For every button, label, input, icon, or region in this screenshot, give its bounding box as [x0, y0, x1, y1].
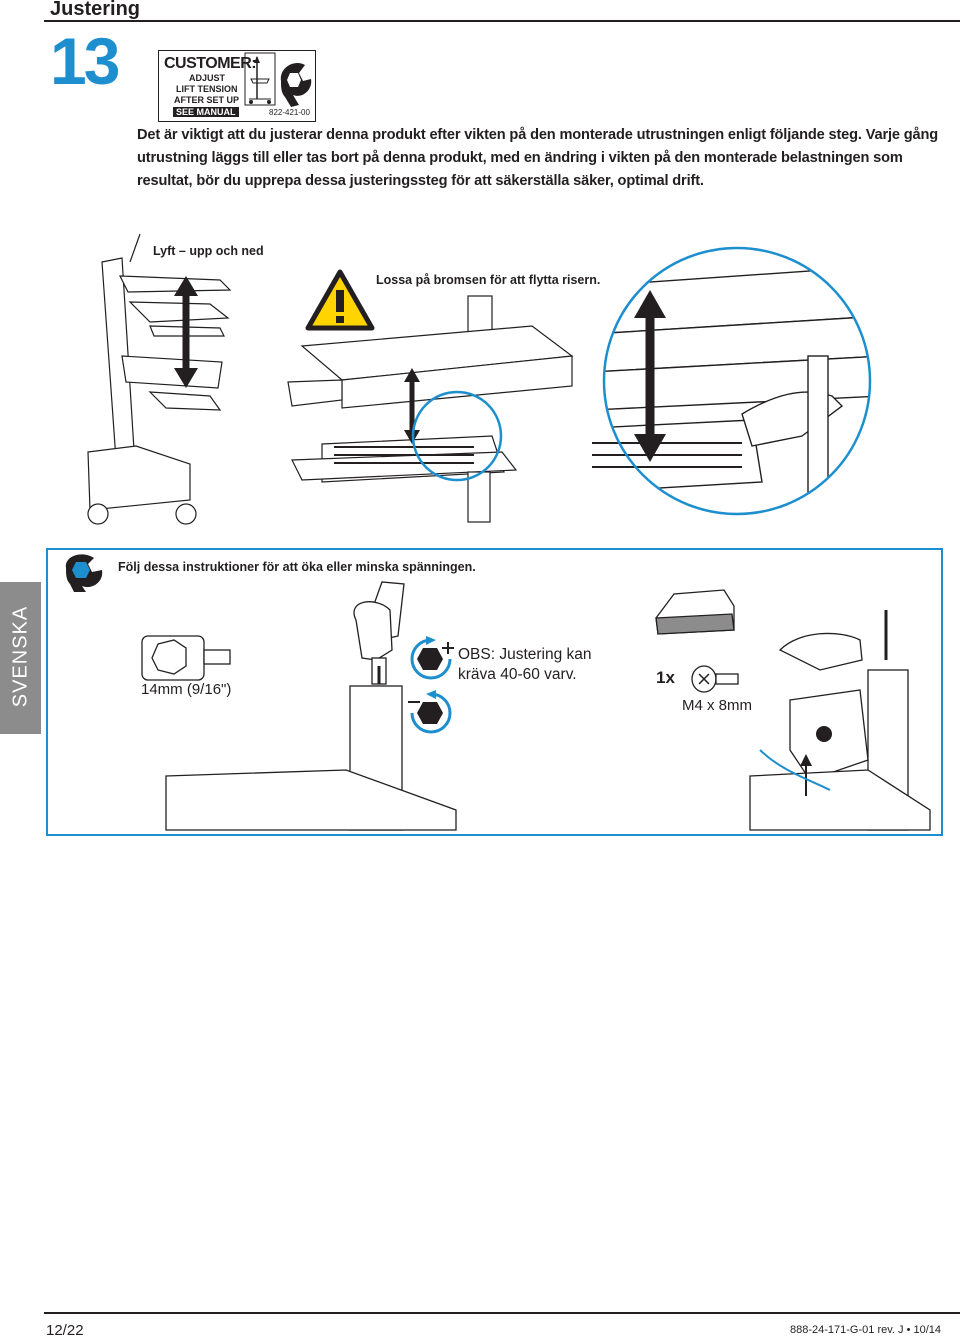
sticker-part-number: 822-421-00	[269, 108, 310, 117]
sticker-line-2: LIFT TENSION	[176, 84, 238, 94]
language-tab-label: SVENSKA	[9, 605, 32, 708]
sticker-line-3: AFTER SET UP	[174, 95, 240, 105]
rotate-increase-icon	[410, 636, 454, 680]
sticker-see-manual: SEE MANUAL	[173, 107, 239, 117]
step-number: 13	[50, 24, 120, 98]
lift-caption: Lyft – upp och ned	[153, 244, 264, 258]
footer-rule	[44, 1312, 960, 1314]
sticker-cart-icon	[244, 52, 276, 106]
warning-icon	[305, 269, 375, 331]
page-number: 12/22	[46, 1322, 84, 1339]
zoom-detail-illustration	[592, 246, 872, 516]
riser-column-illustration	[165, 581, 457, 831]
sticker-wrench-icon	[280, 62, 312, 107]
screw-icon	[691, 665, 739, 693]
wrench-hex-icon	[65, 554, 103, 592]
screw-size-label: M4 x 8mm	[682, 697, 753, 714]
instruction-panel	[46, 548, 943, 836]
socket-tool-illustration	[141, 635, 231, 681]
warning-caption: Lossa på bromsen för att flytta risern.	[376, 273, 601, 287]
cover-piece-illustration	[655, 589, 735, 635]
cover-install-illustration	[749, 610, 931, 831]
adjustment-note: OBS: Justering kan kräva 40-60 varv.	[458, 646, 592, 683]
rotate-decrease-icon	[408, 690, 452, 734]
sticker-heading: CUSTOMER:	[164, 55, 257, 72]
label-sticker: CUSTOMER: ADJUST LIFT TENSION AFTER SET …	[158, 50, 316, 122]
sticker-line-1: ADJUST	[189, 73, 226, 83]
worksurface-illustration	[287, 295, 574, 523]
header-rule	[44, 20, 960, 22]
socket-size-label: 14mm (9/16")	[141, 681, 232, 698]
lift-cart-illustration	[87, 233, 232, 525]
section-title: Justering	[50, 0, 141, 20]
panel-caption: Följ dessa instruktioner för att öka ell…	[118, 560, 476, 574]
intro-paragraph: Det är viktigt att du justerar denna pro…	[137, 127, 939, 189]
document-code: 888-24-171-G-01 rev. J • 10/14	[790, 1324, 942, 1336]
language-tab	[0, 582, 41, 734]
quantity-label: 1x	[656, 668, 675, 687]
